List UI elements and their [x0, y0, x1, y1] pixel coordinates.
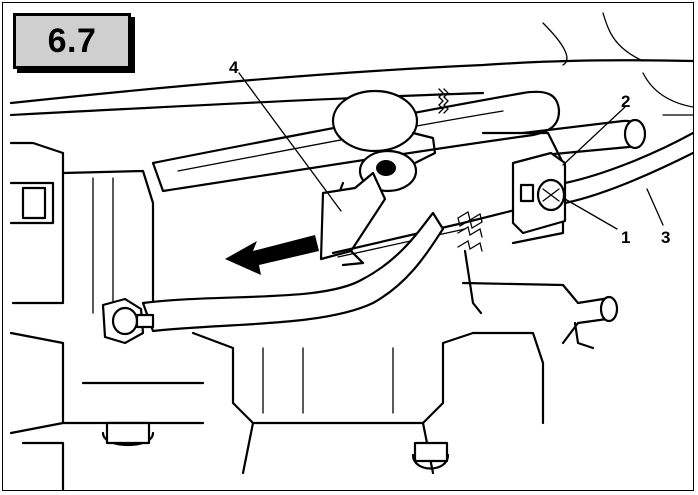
governor-spring: [457, 210, 483, 315]
figure-number-badge: 6.7: [13, 13, 131, 69]
crankcase: [61, 331, 545, 475]
callout-2: 2: [621, 92, 630, 111]
lower-link-bracket: [461, 281, 619, 350]
callout-1: 1: [621, 228, 630, 247]
callout-3: 3: [661, 228, 670, 247]
throttle-pulley: [323, 89, 437, 237]
throttle-lever: [319, 171, 387, 267]
cable-clamp: [511, 151, 567, 235]
throttle-cable: [563, 131, 693, 205]
figure-number: 6.7: [47, 21, 97, 60]
lower-fuel-line: [141, 211, 445, 333]
engine-block-left: [9, 141, 155, 490]
illustration-frame: 4 2 1 3 6.7: [2, 2, 694, 491]
engine-top-cover: [9, 12, 693, 117]
callout-4: 4: [229, 58, 239, 77]
direction-arrow: [225, 235, 319, 275]
leader-lines: [238, 72, 664, 230]
top-spring: [438, 88, 449, 114]
mount-bolt: [101, 297, 155, 345]
carburetor-throttle-drawing: 4 2 1 3: [9, 12, 693, 490]
